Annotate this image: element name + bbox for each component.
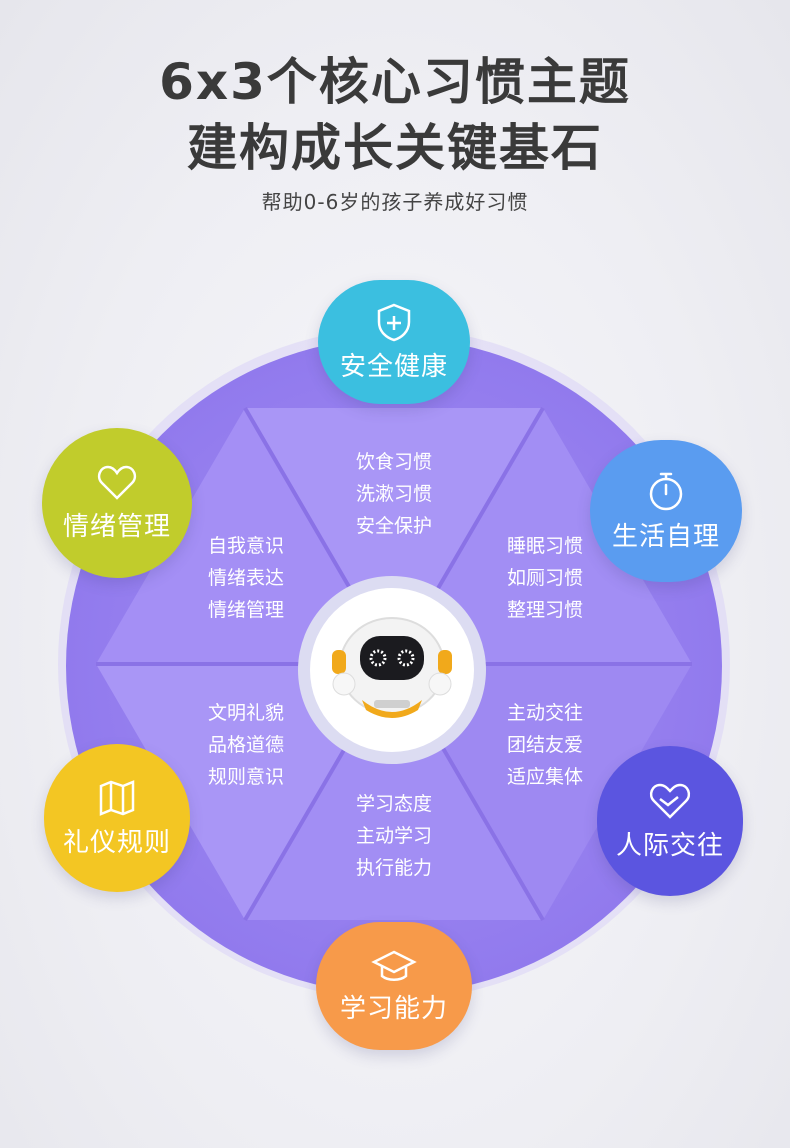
segment-text-learning: 学习态度 主动学习 执行能力 <box>329 788 459 884</box>
segment-top <box>245 408 543 664</box>
habit-item: 适应集体 <box>506 766 583 788</box>
habit-item: 品格道德 <box>207 734 284 756</box>
stopwatch-icon <box>649 472 683 510</box>
habit-item: 整理习惯 <box>506 599 583 621</box>
segment-text-emotion: 自我意识 情绪表达 情绪管理 <box>181 530 311 626</box>
habit-item: 情绪管理 <box>207 599 284 621</box>
robot-image <box>310 588 474 752</box>
theme-label: 学习能力 <box>339 993 448 1024</box>
theme-label: 情绪管理 <box>62 511 171 542</box>
theme-label: 生活自理 <box>611 521 720 552</box>
theme-bubble-safety: 安全健康 <box>318 280 470 404</box>
segment-text-selfcare: 睡眠习惯 如厕习惯 整理习惯 <box>480 530 610 626</box>
segment-bottom <box>245 664 543 920</box>
title-line-1: 6x3个核心习惯主题 <box>159 53 631 111</box>
segment-text-safety: 饮食习惯 洗漱习惯 安全保护 <box>329 446 459 542</box>
segment-text-social: 主动交往 团结友爱 适应集体 <box>480 697 610 793</box>
handshake-heart-icon <box>649 783 691 819</box>
theme-label: 礼仪规则 <box>62 827 171 858</box>
subtitle: 帮助0-6岁的孩子养成好习惯 <box>261 190 529 214</box>
habit-item: 自我意识 <box>207 535 284 557</box>
segment-upper-right <box>394 408 692 664</box>
habit-item: 饮食习惯 <box>355 451 432 473</box>
habit-item: 主动交往 <box>506 702 583 724</box>
map-icon <box>99 779 135 816</box>
hexagon <box>96 406 692 922</box>
shield-plus-icon <box>377 303 411 341</box>
segment-text-etiquette: 文明礼貌 品格道德 规则意识 <box>181 697 311 793</box>
theme-bubble-learning: 学习能力 <box>316 922 472 1050</box>
robot-icon <box>332 617 452 718</box>
habit-item: 文明礼貌 <box>207 702 284 724</box>
heart-icon <box>97 465 137 500</box>
graduation-cap-icon <box>371 950 417 981</box>
habit-item: 主动学习 <box>355 825 432 847</box>
theme-bubble-emotion: 情绪管理 <box>42 428 192 578</box>
theme-bubble-selfcare: 生活自理 <box>590 440 742 582</box>
theme-bubble-social: 人际交往 <box>597 746 743 896</box>
habit-item: 睡眠习惯 <box>506 535 583 557</box>
segment-upper-left <box>96 408 394 664</box>
habit-item: 规则意识 <box>207 766 284 788</box>
habit-item: 如厕习惯 <box>506 567 583 589</box>
center-robot-circle <box>298 576 486 764</box>
theme-label: 安全健康 <box>339 351 448 382</box>
habit-item: 安全保护 <box>355 515 432 537</box>
habit-item: 学习态度 <box>355 793 432 815</box>
title-line-2: 建构成长关键基石 <box>187 119 603 177</box>
habit-item: 洗漱习惯 <box>355 483 432 505</box>
habit-item: 执行能力 <box>355 857 432 879</box>
habit-item: 团结友爱 <box>506 734 583 756</box>
habit-item: 情绪表达 <box>207 567 284 589</box>
theme-bubble-etiquette: 礼仪规则 <box>44 744 190 892</box>
segment-lower-right <box>394 664 692 920</box>
theme-label: 人际交往 <box>615 830 724 861</box>
